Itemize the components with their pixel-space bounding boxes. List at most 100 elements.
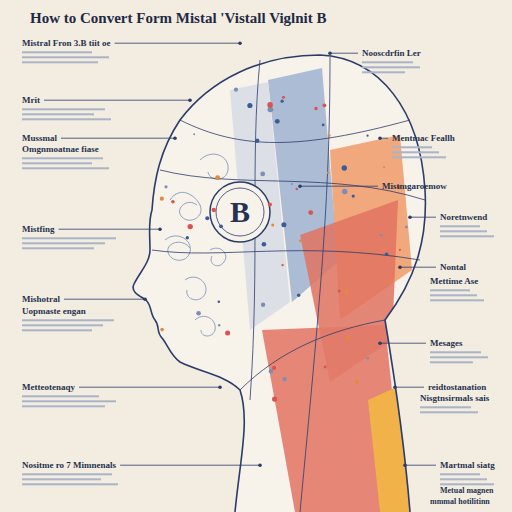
dot bbox=[272, 397, 277, 402]
leader-line bbox=[61, 138, 175, 139]
placeholder-bar bbox=[392, 151, 439, 153]
placeholder-bar bbox=[430, 351, 481, 353]
leader-line bbox=[410, 217, 436, 218]
head-outline-stroke bbox=[133, 55, 425, 512]
leader-dot bbox=[378, 136, 382, 140]
placeholder-bar bbox=[430, 361, 473, 363]
placeholder-bar bbox=[22, 162, 92, 164]
callout-label: reidtostanation bbox=[428, 382, 486, 392]
dot bbox=[205, 216, 209, 220]
placeholder-bar bbox=[362, 71, 405, 73]
dot bbox=[215, 175, 220, 180]
dot bbox=[218, 300, 221, 303]
dot bbox=[297, 294, 300, 297]
callout-label: Omgnmoatnae fiase bbox=[22, 144, 99, 154]
placeholder-bar bbox=[362, 66, 420, 68]
placeholder-bar bbox=[420, 406, 471, 408]
symbol-circle bbox=[210, 182, 270, 242]
callout-label: Mussmal bbox=[22, 133, 57, 143]
callout-label: Mistfing bbox=[22, 224, 55, 234]
dot bbox=[406, 296, 409, 299]
callout-label: Mrit bbox=[22, 95, 40, 105]
placeholder-bar bbox=[22, 324, 103, 326]
placeholder-bar bbox=[22, 51, 92, 53]
head-outline bbox=[133, 55, 425, 512]
brain-scribbles bbox=[165, 154, 228, 336]
dot bbox=[212, 208, 216, 212]
callout-label: Mishotral bbox=[22, 294, 60, 304]
placeholder-bar bbox=[430, 356, 488, 358]
leader-line bbox=[44, 100, 190, 101]
leader-line bbox=[330, 53, 358, 54]
leader-dot bbox=[173, 136, 177, 140]
callout-label: Nositme ro 7 Mimnenals bbox=[22, 460, 116, 470]
placeholder-bar bbox=[440, 473, 480, 475]
callout-label: Mesages bbox=[430, 338, 463, 348]
dot bbox=[399, 249, 401, 251]
dot bbox=[255, 139, 259, 143]
dots bbox=[160, 85, 410, 402]
dot bbox=[281, 264, 283, 266]
dot bbox=[171, 200, 175, 204]
placeholder-bar bbox=[22, 157, 103, 159]
dot bbox=[271, 224, 274, 227]
dot bbox=[261, 303, 265, 307]
dot bbox=[296, 188, 299, 191]
placeholder-bar bbox=[440, 235, 494, 237]
callout-label: Metteotenaqy bbox=[22, 382, 75, 392]
dot bbox=[342, 189, 347, 194]
placeholder-bar bbox=[420, 411, 478, 413]
placeholder-bar bbox=[392, 156, 446, 158]
leader-line bbox=[120, 465, 260, 466]
dot bbox=[367, 135, 369, 137]
placeholder-bar bbox=[440, 225, 480, 227]
dot bbox=[275, 119, 280, 124]
dot bbox=[314, 107, 317, 110]
dot bbox=[385, 253, 389, 257]
dot bbox=[219, 224, 223, 228]
leader-lines bbox=[44, 41, 436, 467]
placeholder-bar bbox=[440, 483, 494, 485]
leader-dot bbox=[143, 297, 147, 301]
placeholder-bar bbox=[22, 483, 118, 485]
placeholder-bar bbox=[22, 329, 92, 331]
dot bbox=[352, 195, 355, 198]
dot bbox=[281, 100, 284, 103]
dot bbox=[160, 197, 164, 201]
dot bbox=[272, 366, 276, 370]
dot bbox=[346, 336, 350, 340]
leader-line bbox=[59, 229, 161, 230]
leader-line bbox=[300, 186, 378, 187]
placeholder-bar bbox=[440, 478, 487, 480]
callout-label: Mettime Ase bbox=[430, 276, 478, 286]
callout-label: mmmal hotilitinn bbox=[430, 497, 490, 506]
placeholder-bar bbox=[22, 237, 116, 239]
callout-label: Mistral Fron 3.B tiit oe bbox=[22, 38, 111, 48]
dot bbox=[338, 289, 341, 292]
leader-dot bbox=[258, 463, 262, 467]
dot bbox=[383, 166, 385, 168]
leader-line bbox=[380, 343, 426, 344]
dot bbox=[267, 102, 273, 108]
callout-label: Noretnwend bbox=[440, 212, 487, 222]
title: How to Convert Form Mistal 'Vistall Vigl… bbox=[30, 10, 327, 27]
dot bbox=[322, 124, 325, 127]
dot bbox=[405, 226, 408, 229]
callout-label: Mistmgaroemow bbox=[382, 181, 447, 191]
leader-dot bbox=[393, 385, 397, 389]
placeholder-bar bbox=[22, 395, 99, 397]
leader-dot bbox=[403, 463, 407, 467]
dot bbox=[164, 185, 167, 188]
dot bbox=[225, 331, 230, 336]
callout-label: Nontal bbox=[440, 262, 466, 272]
dot bbox=[400, 383, 405, 388]
placeholder-bar bbox=[22, 167, 109, 169]
dot bbox=[327, 171, 330, 174]
dot bbox=[196, 311, 201, 316]
dot bbox=[160, 328, 164, 332]
dot bbox=[247, 103, 252, 108]
placeholder-bar bbox=[22, 108, 105, 110]
leader-dot bbox=[218, 385, 222, 389]
dot bbox=[179, 101, 182, 104]
